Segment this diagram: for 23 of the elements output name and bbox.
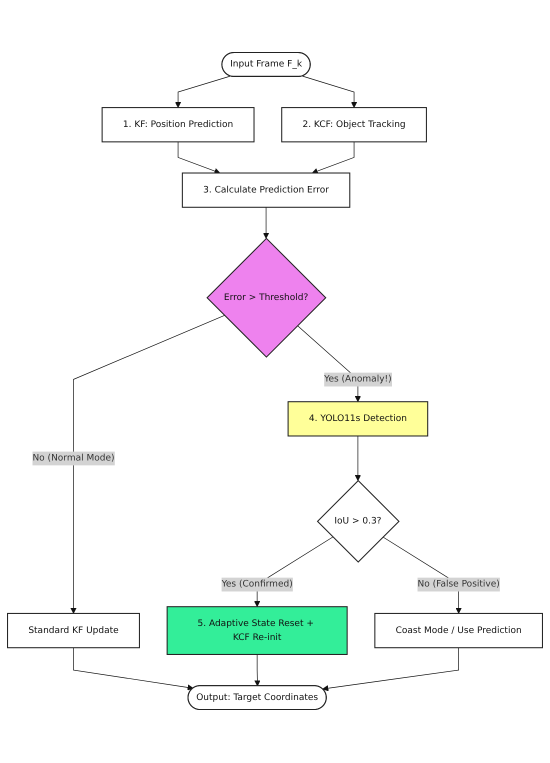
arrow — [302, 76, 358, 108]
edge-label: No (Normal Mode) — [32, 453, 115, 464]
node-box: Coast Mode / Use Prediction — [374, 613, 543, 649]
node-diamond: Error > Threshold? — [206, 238, 326, 358]
node-box: 5. Adaptive State Reset + KCF Re-init — [166, 606, 348, 656]
edge-label: Yes (Confirmed) — [222, 579, 293, 590]
arrow — [178, 142, 220, 174]
arrow — [175, 76, 231, 108]
node-box: Standard KF Update — [7, 613, 140, 649]
node-diamond: IoU > 0.3? — [316, 480, 400, 564]
arrow — [73, 648, 194, 691]
arrow — [312, 142, 354, 174]
node-box: 1. KF: Position Prediction — [102, 108, 255, 143]
arrow — [322, 648, 459, 692]
edge-label: Yes (Anomaly!) — [324, 374, 392, 385]
node-box: 3. Calculate Prediction Error — [182, 172, 350, 208]
arrow — [263, 207, 270, 240]
node-box: 2. KCF: Object Tracking — [281, 108, 427, 143]
edge-label: No (False Positive) — [418, 579, 500, 590]
arrow — [70, 316, 225, 614]
arrow — [354, 436, 361, 482]
node-box: 4. YOLO11s Detection — [288, 402, 428, 437]
arrow — [254, 654, 260, 687]
